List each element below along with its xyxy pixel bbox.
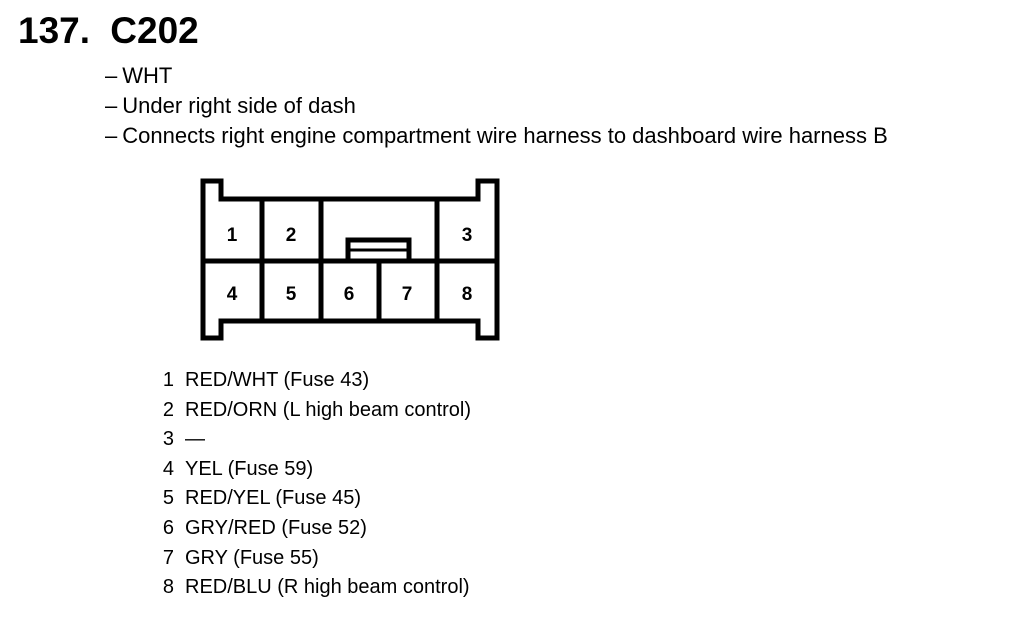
pin-number: 8 bbox=[162, 576, 174, 599]
pin-number: 4 bbox=[162, 457, 174, 480]
pin-assignment-row: 4 YEL (Fuse 59) bbox=[160, 455, 471, 485]
pin-description: — bbox=[185, 428, 205, 451]
pin-number: 5 bbox=[162, 487, 174, 510]
bullet-dash: – bbox=[105, 123, 118, 148]
pin-label-1: 1 bbox=[227, 225, 238, 246]
description-item: –Connects right engine compartment wire … bbox=[105, 121, 888, 151]
pin-label-5: 5 bbox=[286, 284, 297, 305]
pin-assignment-row: 1 RED/WHT (Fuse 43) bbox=[160, 366, 471, 396]
bullet-dash: – bbox=[105, 63, 118, 88]
pin-label-2: 2 bbox=[286, 225, 297, 246]
pin-assignment-row: 2 RED/ORN (L high beam control) bbox=[160, 396, 471, 426]
pin-label-4: 4 bbox=[227, 284, 238, 305]
description-text: Connects right engine compartment wire h… bbox=[122, 123, 888, 148]
page-title: 137. C202 bbox=[18, 8, 199, 54]
connector-id: C202 bbox=[110, 10, 199, 51]
item-number: 137. bbox=[18, 10, 91, 51]
pin-label-3: 3 bbox=[462, 225, 473, 246]
description-text: WHT bbox=[122, 63, 173, 88]
pin-description: RED/BLU (R high beam control) bbox=[185, 576, 470, 599]
pin-number: 7 bbox=[162, 546, 174, 569]
pin-description: RED/WHT (Fuse 43) bbox=[185, 369, 370, 391]
pin-description: RED/ORN (L high beam control) bbox=[185, 398, 472, 421]
pin-number: 1 bbox=[162, 369, 174, 391]
pin-label-6: 6 bbox=[344, 284, 355, 305]
pin-assignment-row: 7 GRY (Fuse 55) bbox=[160, 544, 471, 574]
description-text: Under right side of dash bbox=[122, 93, 356, 118]
pin-assignment-list: 1 RED/WHT (Fuse 43) 2 RED/ORN (L high beam… bbox=[160, 366, 471, 603]
pin-description: GRY (Fuse 55) bbox=[185, 546, 319, 569]
pin-label-7: 7 bbox=[402, 284, 413, 305]
connector-description-list: –WHT –Under right side of dash –Connects… bbox=[105, 61, 888, 151]
pin-number: 2 bbox=[162, 398, 174, 421]
pin-description: RED/YEL (Fuse 45) bbox=[185, 487, 361, 510]
pin-assignment-row: 8 RED/BLU (R high beam control) bbox=[160, 573, 471, 603]
bullet-dash: – bbox=[105, 93, 118, 118]
description-item: –Under right side of dash bbox=[105, 91, 888, 121]
pin-label-8: 8 bbox=[462, 284, 473, 305]
pin-number: 6 bbox=[162, 516, 174, 539]
pin-description: GRY/RED (Fuse 52) bbox=[185, 516, 367, 539]
pin-description: YEL (Fuse 59) bbox=[185, 457, 314, 480]
description-item: –WHT bbox=[105, 61, 888, 91]
pin-assignment-row: 5 RED/YEL (Fuse 45) bbox=[160, 484, 471, 514]
pin-assignment-row: 3— bbox=[160, 425, 471, 455]
connector-outline bbox=[200, 178, 500, 341]
pin-assignment-row: 6 GRY/RED (Fuse 52) bbox=[160, 514, 471, 544]
pin-number: 3 bbox=[162, 428, 174, 451]
